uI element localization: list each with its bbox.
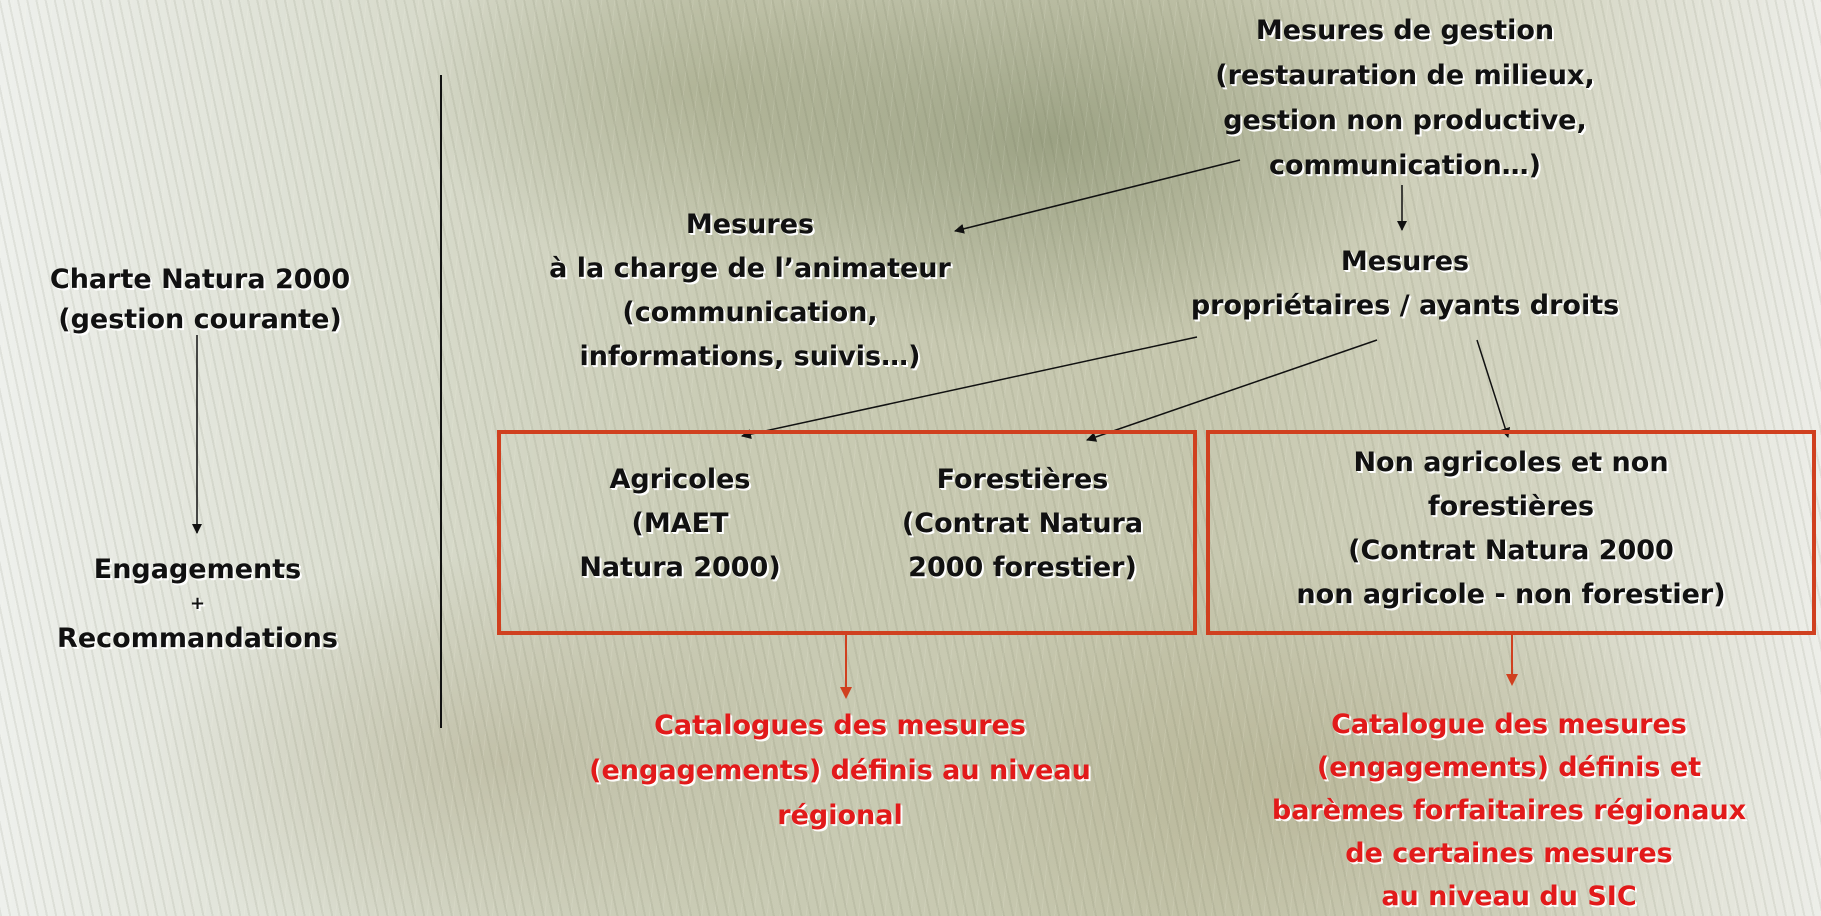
arrow-gestion-to-animateur (954, 159, 1241, 234)
arrow-proprietaires-to-non-agricoles (1476, 339, 1511, 438)
catalogue-regional-label: Catalogues des mesures(engagements) défi… (589, 710, 1091, 831)
arrow-proprietaires-to-agricoles (741, 336, 1198, 439)
engagements-label: Engagements + Recommandations (57, 554, 338, 654)
box-agricoles-forestieres (497, 430, 1197, 635)
charte-label: Charte Natura 2000(gestion courante) (49, 264, 351, 335)
catalogue-sic-label: Catalogue des mesures(engagements) défin… (1271, 709, 1747, 912)
box-non-agricoles (1206, 430, 1816, 635)
arrow-proprietaires-to-forestieres (1086, 339, 1378, 442)
mesures-gestion-label: Mesures de gestion(restauration de milie… (1215, 15, 1595, 181)
